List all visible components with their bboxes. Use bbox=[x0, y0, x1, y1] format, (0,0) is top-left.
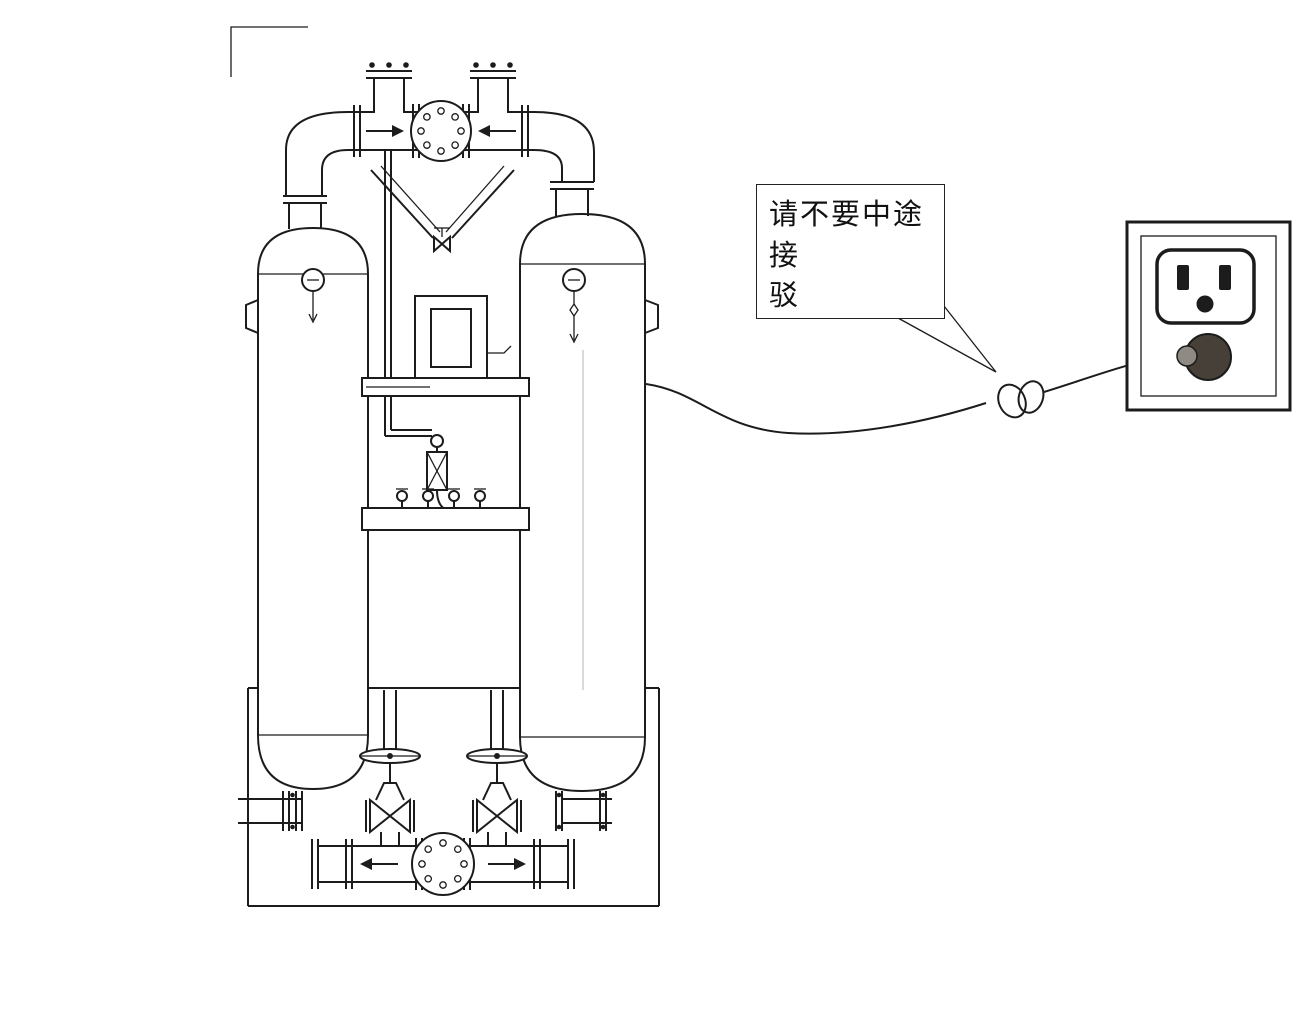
top-nozzle-right bbox=[550, 181, 594, 216]
callout-tail bbox=[897, 305, 997, 373]
top-manifold bbox=[285, 62, 595, 196]
wall-outlet bbox=[1125, 220, 1292, 412]
callout-text-line1: 请不要中途接 bbox=[769, 197, 925, 272]
funnel bbox=[370, 165, 515, 254]
outlet-plate-inner bbox=[1140, 235, 1277, 397]
callout-box: 请不要中途接 驳 bbox=[756, 184, 945, 319]
frame-corner-mark bbox=[230, 26, 308, 77]
pilot-valve bbox=[448, 488, 460, 508]
bottom-stub-right bbox=[555, 791, 612, 831]
left-tower-gauge bbox=[301, 268, 325, 324]
socket-slot-right bbox=[1219, 265, 1231, 290]
bottom-center-flange-disc bbox=[411, 832, 475, 896]
funnel-valve bbox=[433, 227, 451, 254]
right-tower-gauge bbox=[562, 268, 586, 344]
valve-manifold bbox=[361, 488, 530, 531]
top-flow-arrow-left bbox=[478, 125, 516, 137]
pilot-valve bbox=[474, 488, 486, 508]
top-riser-left bbox=[366, 62, 412, 114]
top-nozzle-left bbox=[283, 195, 327, 229]
towers bbox=[245, 212, 659, 793]
handwheel-valve-right bbox=[466, 690, 528, 846]
socket-ground-hole bbox=[1196, 295, 1214, 313]
bottom-manifold bbox=[311, 832, 575, 896]
socket-slot-left bbox=[1177, 265, 1189, 290]
pilot-valve bbox=[422, 488, 434, 508]
right-tower-lug bbox=[644, 299, 659, 334]
bottom-flow-arrow-left bbox=[360, 858, 398, 870]
upper-crossbeam bbox=[361, 377, 530, 397]
bottom-flow-arrow-right bbox=[488, 858, 526, 870]
callout-text-line2: 驳 bbox=[769, 278, 801, 313]
control-box bbox=[414, 295, 512, 379]
pilot-valve bbox=[396, 488, 408, 508]
plug-ferrule bbox=[1176, 345, 1198, 367]
control-box-leader bbox=[487, 345, 512, 354]
top-center-flange-disc bbox=[410, 100, 472, 162]
filter-regulator bbox=[426, 434, 477, 513]
cable-knot bbox=[997, 380, 1045, 419]
power-cable bbox=[645, 355, 1179, 435]
left-tower-lug bbox=[245, 299, 259, 334]
bottom-stub-left bbox=[238, 791, 303, 831]
top-riser-right bbox=[470, 62, 516, 114]
top-flow-arrow-right bbox=[366, 125, 404, 137]
handwheel-valve-left bbox=[359, 690, 421, 846]
